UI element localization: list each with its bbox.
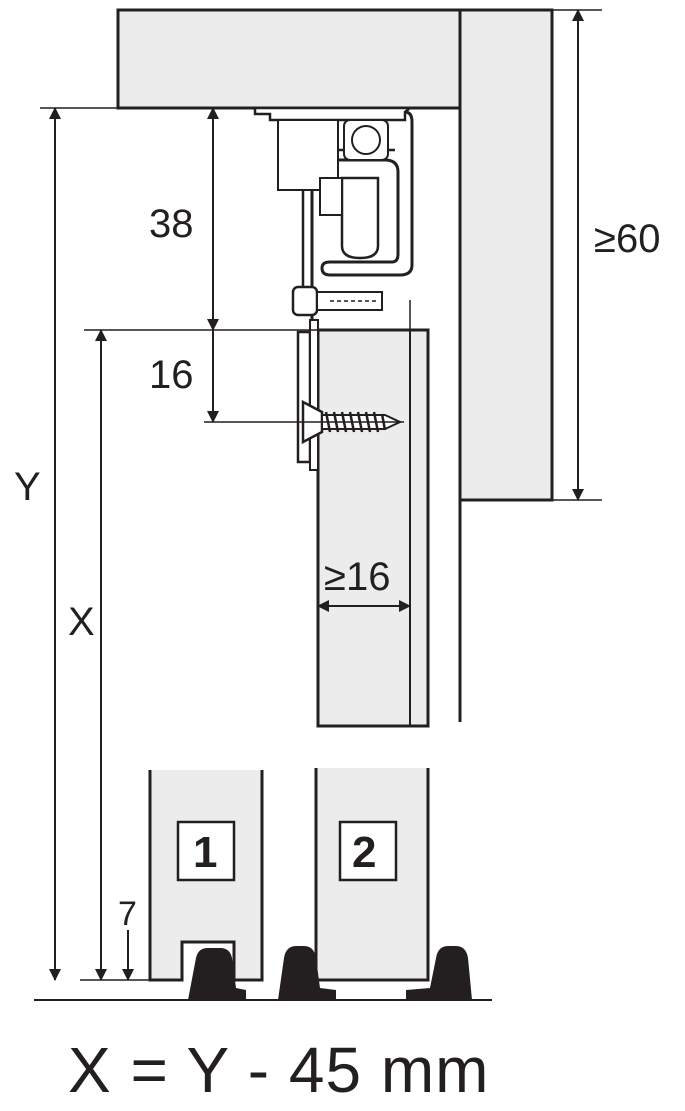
ceiling-beam xyxy=(116,8,462,110)
formula-caption: X = Y - 45 mm xyxy=(68,1034,489,1106)
door-1-number-box xyxy=(176,820,236,882)
dimension-7-label: 7 xyxy=(118,895,137,933)
door-2-number: 2 xyxy=(352,828,376,877)
dimension-lines xyxy=(49,8,584,981)
dimension-16-label: 16 xyxy=(149,353,194,397)
floor-guide-3 xyxy=(406,946,472,1000)
dimension-38-label: 38 xyxy=(149,202,194,246)
dimension-60-label: ≥60 xyxy=(594,217,660,261)
dimension-y-label: Y xyxy=(14,465,41,509)
dimension-16-min-label: ≥16 xyxy=(324,555,390,599)
upper-door-panel xyxy=(316,328,430,728)
adjustment-screw xyxy=(291,285,319,317)
floor-guide-2 xyxy=(278,946,336,1000)
door-1-number: 1 xyxy=(193,828,217,877)
door-2-number-box xyxy=(338,820,398,882)
floor-guide-1 xyxy=(188,948,246,1000)
side-pelmet xyxy=(458,8,554,502)
dimension-x-label: X xyxy=(68,600,95,644)
